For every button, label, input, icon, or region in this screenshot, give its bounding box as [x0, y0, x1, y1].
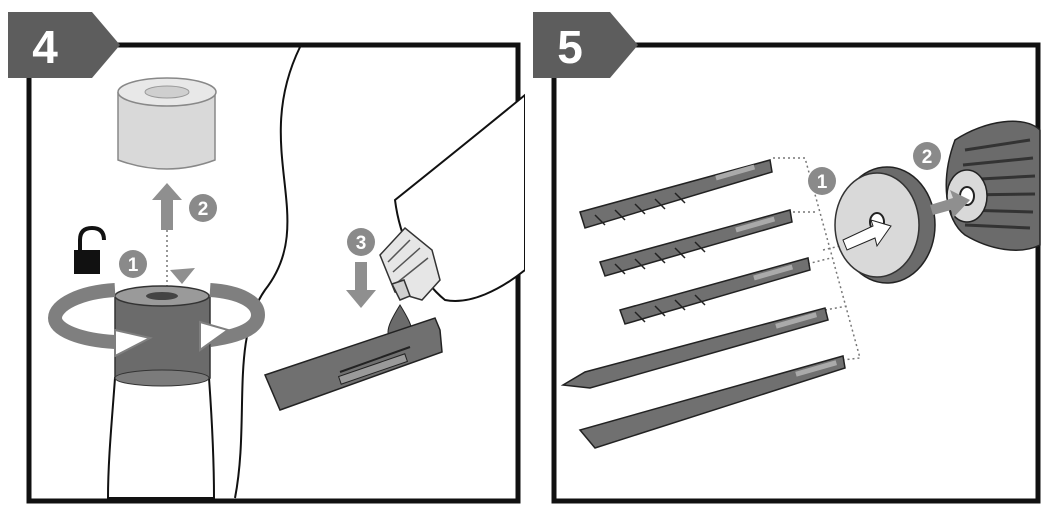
tool-body [106, 377, 216, 499]
pointed-chisel [560, 307, 829, 389]
drill-bit-1 [579, 159, 773, 229]
step-5-number: 5 [557, 21, 583, 73]
step-4-illustration: 4 2 1 [8, 12, 525, 504]
callout-1-left: 1 [119, 250, 147, 278]
svg-text:1: 1 [128, 255, 139, 276]
callout-1-right: 1 [808, 167, 836, 195]
tool-chuck [114, 285, 211, 387]
drill-bit-2 [599, 209, 793, 277]
dust-cap [117, 77, 217, 170]
drill-bit-3 [619, 257, 811, 325]
svg-text:2: 2 [922, 147, 933, 168]
insert-arrow-icon [842, 219, 892, 251]
step-4-panel: 4 2 1 [8, 12, 525, 504]
callout-3: 3 [347, 228, 375, 256]
step-4-number: 4 [32, 21, 58, 73]
grease-tube [379, 93, 525, 302]
step-4-badge [8, 12, 120, 78]
callout-2-left: 2 [189, 194, 217, 222]
callout-2-right: 2 [913, 142, 941, 170]
step-5-panel: 5 [525, 0, 1049, 510]
down-arrow-icon [346, 262, 376, 308]
svg-text:3: 3 [356, 233, 367, 254]
rotate-arrows-icon [47, 268, 266, 358]
svg-text:1: 1 [817, 172, 828, 193]
unlock-icon [74, 225, 106, 274]
step-5-illustration: 5 [533, 12, 1041, 504]
drill-chuck [945, 120, 1041, 251]
cap-to-chuck-arrow [930, 190, 970, 218]
flat-chisel [578, 355, 846, 449]
bit-shank [263, 317, 443, 411]
up-arrow-icon [152, 183, 182, 230]
step-5-badge [533, 12, 638, 78]
svg-text:2: 2 [198, 199, 209, 220]
detail-divider [234, 46, 301, 499]
